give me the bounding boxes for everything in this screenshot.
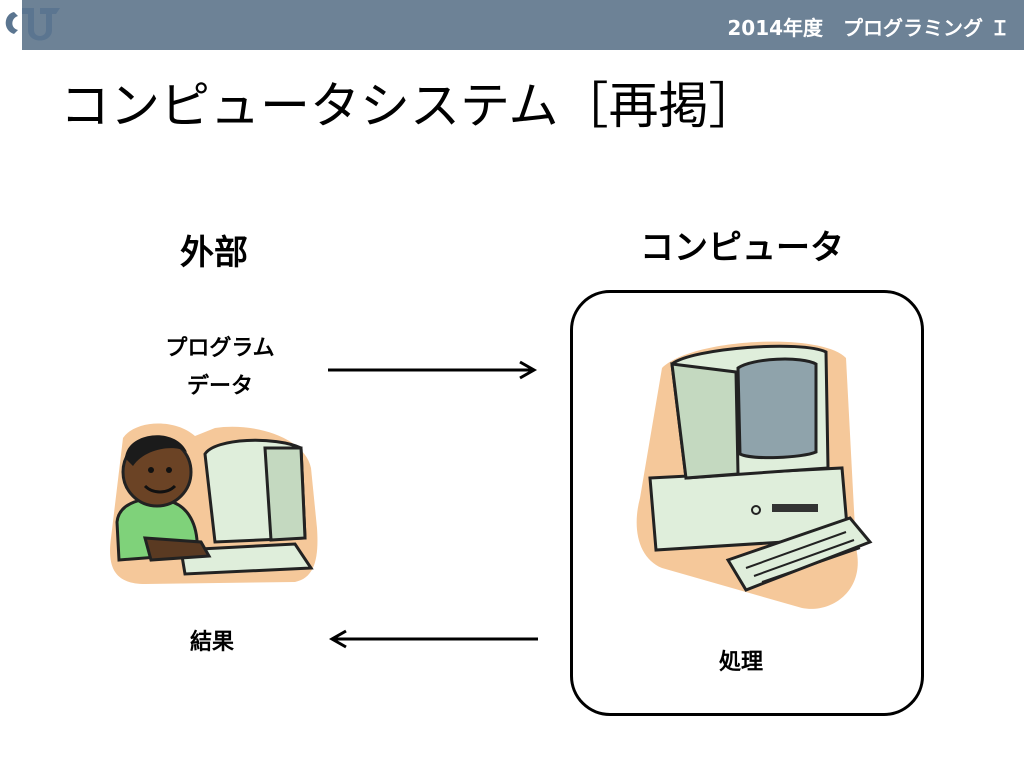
desktop-computer-icon — [636, 341, 873, 609]
computer-label: コンピュータ — [640, 228, 844, 268]
input-label-program: プログラム — [165, 336, 275, 361]
slide-title: コンピュータシステム［再掲］ — [60, 77, 759, 135]
right-arrow-icon — [328, 360, 538, 380]
header-bar: 2014年度 プログラミング Ｉ — [22, 0, 1024, 50]
process-label: 処理 — [719, 650, 764, 675]
input-label-data: データ — [186, 374, 253, 399]
course-title: 2014年度 プログラミング Ｉ — [727, 16, 1010, 40]
output-label-result: 結果 — [190, 630, 235, 655]
person-at-computer-icon — [110, 423, 318, 584]
university-logo-icon — [5, 8, 60, 41]
left-arrow-icon — [328, 629, 538, 649]
external-label: 外部 — [180, 233, 248, 273]
computer-boundary — [570, 290, 924, 716]
